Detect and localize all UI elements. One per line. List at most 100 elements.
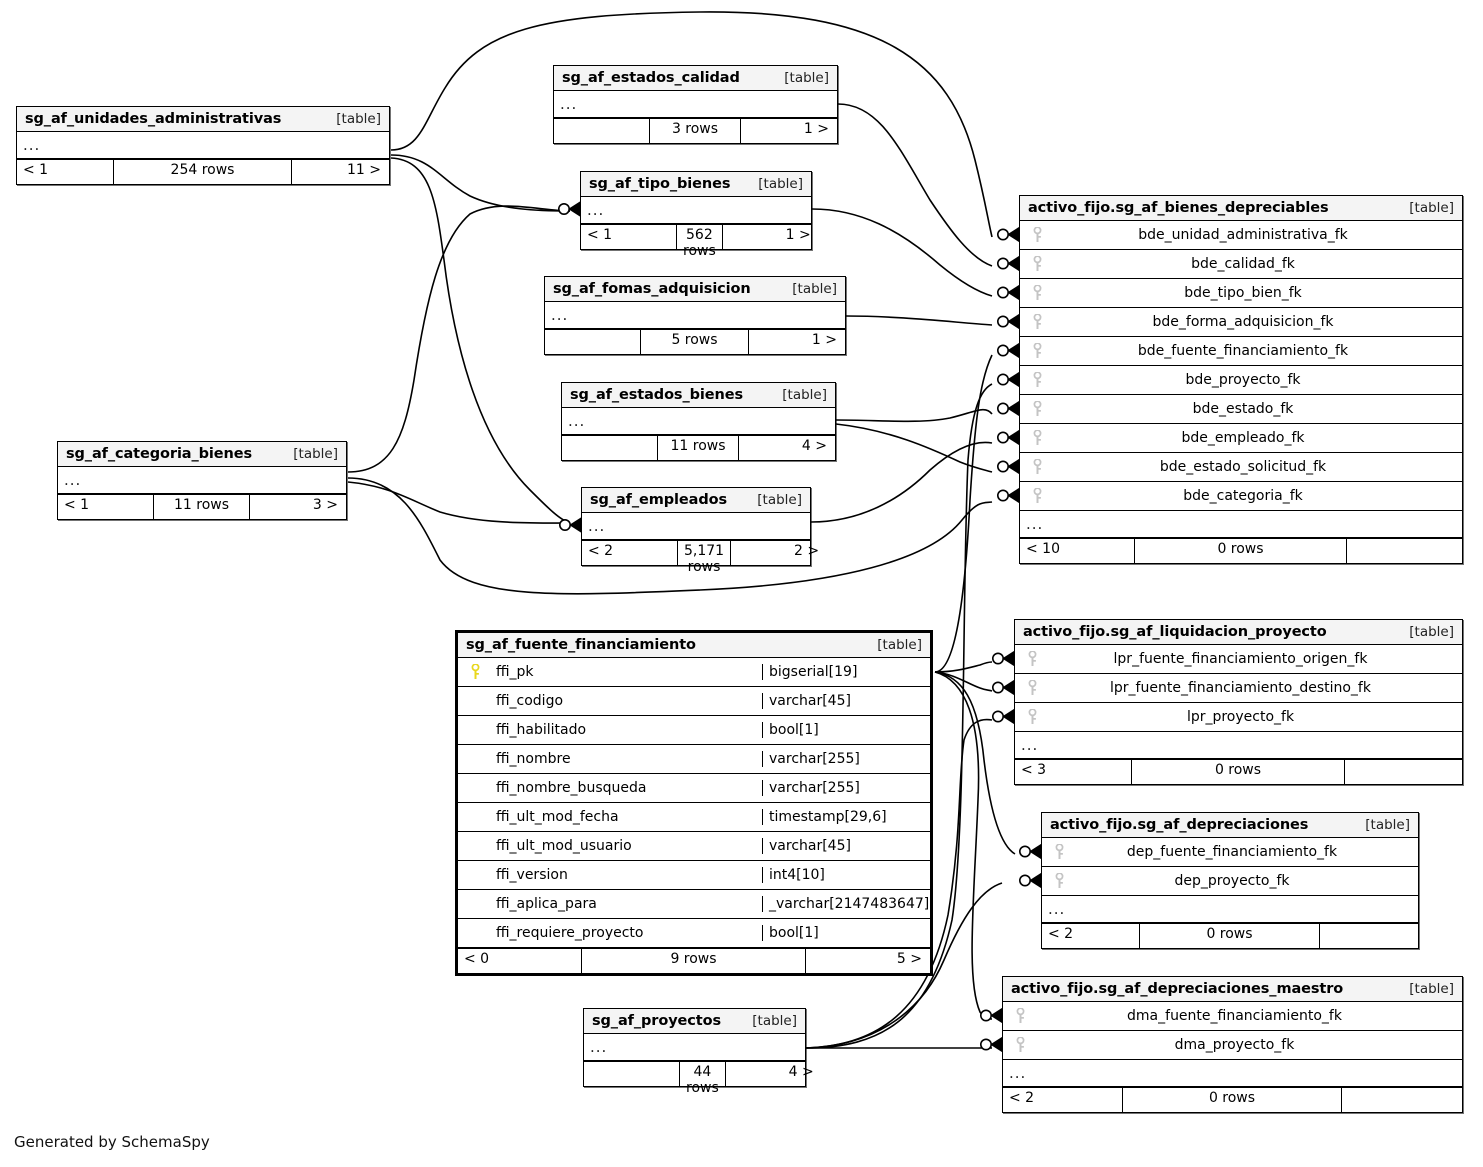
table-header: sg_af_unidades_administrativas[table] [17,107,389,132]
table-type-tag: [table] [1409,980,1454,997]
table-type-tag: [table] [784,69,829,86]
column-key-cell [1020,314,1054,330]
table-column-row[interactable]: bde_categoria_fk [1020,482,1462,511]
table-column-row[interactable]: lpr_fuente_financiamiento_origen_fk [1015,645,1462,674]
child-relationship-count [1347,539,1462,563]
table-header: activo_fijo.sg_af_depreciaciones[table] [1042,813,1418,838]
table-column-row[interactable]: bde_estado_fk [1020,395,1462,424]
parent-relationship-count [562,436,658,460]
column-key-cell [1020,488,1054,504]
table-activo_fijo.sg_af_liquidacion_proyecto[interactable]: activo_fijo.sg_af_liquidacion_proyecto[t… [1014,619,1463,785]
column-name: bde_empleado_fk [1181,430,1305,446]
crowsfoot-activo_fijo.sg_af_bienes_depreciables-bde_fuente_financiamiento_fk [996,342,1021,359]
column-key-cell [1015,709,1049,725]
column-type: int4[10] [762,867,930,883]
table-header: sg_af_estados_bienes[table] [562,383,835,408]
column-name: dep_fuente_financiamiento_fk [1126,844,1338,860]
key-icon-foreign [1033,285,1041,300]
table-header: sg_af_fuente_financiamiento[table] [458,633,930,658]
table-sg_af_fuente_financiamiento[interactable]: sg_af_fuente_financiamiento[table]ffi_pk… [455,630,933,976]
table-activo_fijo.sg_af_depreciaciones[interactable]: activo_fijo.sg_af_depreciaciones[table]d… [1041,812,1419,949]
table-activo_fijo.sg_af_depreciaciones_maestro[interactable]: activo_fijo.sg_af_depreciaciones_maestro… [1002,976,1463,1113]
crowsfoot-sg_af_empleados-ref [558,517,583,533]
hidden-columns-ellipsis: ... [582,513,810,540]
table-type-tag: [table] [752,1012,797,1029]
table-column-row[interactable]: bde_tipo_bien_fk [1020,279,1462,308]
parent-relationship-count: < 1 [17,160,114,184]
column-type: varchar[45] [762,693,930,709]
table-column-row[interactable]: bde_estado_solicitud_fk [1020,453,1462,482]
column-key-cell [1020,227,1054,243]
column-name: bde_calidad_fk [1191,256,1295,272]
key-icon-foreign [1028,651,1036,666]
table-column-row[interactable]: dma_proyecto_fk [1003,1031,1462,1060]
key-icon-foreign [1033,372,1041,387]
crowsfoot-activo_fijo.sg_af_bienes_depreciables-bde_tipo_bien_fk [996,284,1021,301]
column-key-cell [1020,285,1054,301]
column-name: dep_proyecto_fk [1174,873,1290,889]
column-name: bde_estado_solicitud_fk [1159,459,1327,475]
column-name: ffi_habilitado [496,722,587,738]
column-key-cell [1020,372,1054,388]
crowsfoot-activo_fijo.sg_af_liquidacion_proyecto-lpr_fuente_financiamiento_origen_fk [991,650,1016,667]
child-relationship-count: 1 > [811,332,837,348]
table-header: activo_fijo.sg_af_bienes_depreciables[ta… [1020,196,1462,221]
key-icon-foreign [1033,459,1041,474]
edge-estados-to-bde-estado [835,408,993,423]
table-column-row[interactable]: bde_empleado_fk [1020,424,1462,453]
key-icon-foreign [1016,1008,1024,1023]
crowsfoot-activo_fijo.sg_af_liquidacion_proyecto-lpr_fuente_financiamiento_destino_fk [991,679,1016,696]
hidden-columns-ellipsis: ... [581,197,811,224]
table-column-row[interactable]: bde_forma_adquisicion_fk [1020,308,1462,337]
column-key-cell [1003,1008,1037,1024]
table-name: sg_af_fuente_financiamiento [466,636,696,653]
parent-relationship-count: < 1 [58,495,154,519]
crowsfoot-activo_fijo.sg_af_bienes_depreciables-bde_forma_adquisicion_fk [996,313,1021,330]
table-type-tag: [table] [758,175,803,192]
table-column-row[interactable]: ffi_aplica_para_varchar[2147483647] [458,890,930,919]
column-name: bde_proyecto_fk [1185,372,1301,388]
table-name: activo_fijo.sg_af_depreciaciones_maestro [1011,980,1344,997]
child-relationship-count: 4 > [788,1064,814,1080]
hidden-columns-ellipsis: ... [1015,732,1462,759]
column-key-cell [1042,873,1076,889]
table-column-row[interactable]: bde_proyecto_fk [1020,366,1462,395]
edge-empleados-to-bde-empleado [810,441,993,523]
table-column-row[interactable]: lpr_proyecto_fk [1015,703,1462,732]
table-column-row[interactable]: dma_fuente_financiamiento_fk [1003,1002,1462,1031]
table-sg_af_unidades_administrativas[interactable]: sg_af_unidades_administrativas[table]...… [16,106,390,185]
table-column-row[interactable]: bde_fuente_financiamiento_fk [1020,337,1462,366]
row-count: 0 rows [1140,924,1320,948]
key-icon-foreign [1028,680,1036,695]
parent-relationship-count: < 2 [582,541,678,565]
parent-relationship-count: < 1 [581,225,677,249]
table-column-row[interactable]: dep_fuente_financiamiento_fk [1042,838,1418,867]
table-column-row[interactable]: lpr_fuente_financiamiento_destino_fk [1015,674,1462,703]
column-key-cell [1020,430,1054,446]
table-column-row[interactable]: dep_proyecto_fk [1042,867,1418,896]
table-column-row[interactable]: bde_calidad_fk [1020,250,1462,279]
crowsfoot-activo_fijo.sg_af_bienes_depreciables-bde_calidad_fk [996,255,1021,272]
table-column-row[interactable]: bde_unidad_administrativa_fk [1020,221,1462,250]
table-activo_fijo.sg_af_bienes_depreciables[interactable]: activo_fijo.sg_af_bienes_depreciables[ta… [1019,195,1463,564]
